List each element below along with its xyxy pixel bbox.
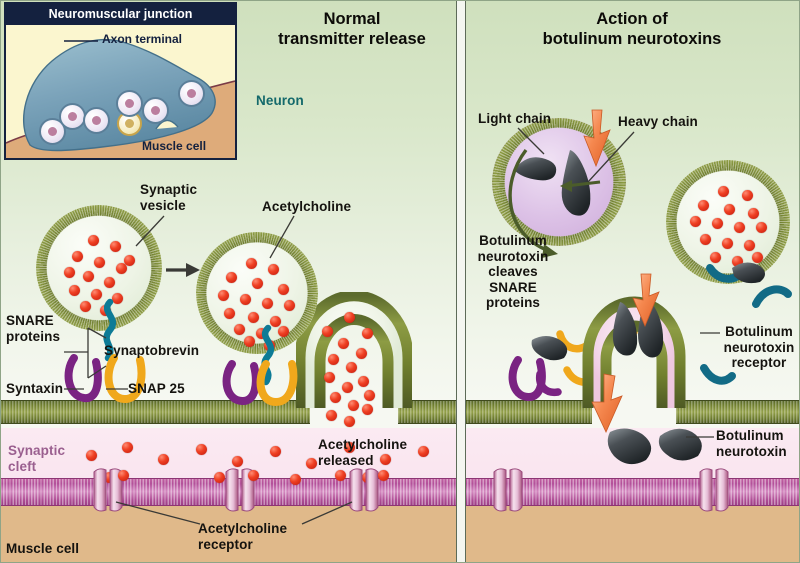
bound-acetylcholine-4 <box>378 470 389 481</box>
heavy-chain-leader <box>587 131 635 183</box>
synaptic-vesicle-right-intact <box>666 160 790 284</box>
inset-muscle-cell-label: Muscle cell <box>142 139 207 153</box>
muscle-cell-label: Muscle cell <box>6 541 80 556</box>
inset-vesicle-4 <box>116 90 143 117</box>
syntaxin-label: Syntaxin <box>6 381 64 396</box>
free-toxin-light-chain <box>530 330 574 364</box>
toxin-translocation-arrow <box>508 148 601 258</box>
cleaves-snare-label: Botulinum neurotoxin cleaves SNARE prote… <box>477 233 549 310</box>
light-chain-label: Light chain <box>478 111 552 126</box>
toxin-receptor-fragment-3 <box>700 360 736 390</box>
neuromuscular-junction-inset: Neuromuscular junction Axon terminal Mus… <box>4 2 237 160</box>
botulinum-neurotoxin-label: Botulinum neurotoxin <box>716 428 787 459</box>
panel-left-heading: Normal transmitter release <box>278 10 426 48</box>
synaptic-cleft-label: Synaptic cleft <box>8 443 66 474</box>
toxin-receptor-leader <box>700 332 720 334</box>
inset-vesicle-2 <box>59 103 86 130</box>
snap25-label: SNAP 25 <box>128 381 185 396</box>
panel-right-heading: Action of botulinum neurotoxins <box>542 10 722 48</box>
acetylcholine-receptor-4 <box>484 466 532 514</box>
synaptic-vesicle-label: Synaptic vesicle <box>140 182 198 213</box>
acetylcholine-leader <box>269 215 295 259</box>
synaptic-vesicle-2-docked <box>196 232 318 354</box>
synaptic-vesicle-leader <box>135 215 165 247</box>
synaptobrevin-protein-1 <box>90 298 130 362</box>
cleaved-syntaxin-fragment-2 <box>535 370 566 400</box>
neuron-label: Neuron <box>256 93 304 108</box>
acetylcholine-label: Acetylcholine <box>262 199 352 214</box>
syntaxin-snap25-complex-2 <box>218 356 328 412</box>
bound-acetylcholine-3 <box>335 470 346 481</box>
toxin-receptor-membrane <box>588 372 628 434</box>
acetylcholine-released-label: Acetylcholine released <box>318 437 408 468</box>
vesicle-membrane <box>36 205 162 331</box>
botulinum-neurotoxin-bound <box>604 424 660 470</box>
botulinum-neurotoxin-leader <box>686 436 714 438</box>
heavy-chain-fragment <box>552 148 596 222</box>
synaptic-vesicle-1 <box>36 205 162 331</box>
presynaptic-membrane-right-b <box>676 400 800 424</box>
inset-vesicle-6 <box>178 80 205 107</box>
synaptobrevin-label: Synaptobrevin <box>104 343 200 358</box>
botulinum-neurotoxin-free <box>656 424 714 468</box>
acetylcholine-receptor-leader-2 <box>301 501 353 525</box>
acetylcholine-receptor-3 <box>340 466 388 514</box>
acetylcholine-receptor-leader-1 <box>115 501 201 525</box>
bound-acetylcholine-2 <box>248 470 259 481</box>
transition-arrow-1 <box>166 263 200 277</box>
synaptobrevin-protein-2 <box>248 324 288 386</box>
acetylcholine-receptor-1 <box>84 466 132 514</box>
syntaxin-leader <box>64 388 84 390</box>
toxin-receptor-label: Botulinum neurotoxin receptor <box>723 324 795 370</box>
acetylcholine-receptor-label: Acetylcholine receptor <box>198 521 288 552</box>
snare-proteins-label: SNARE proteins <box>6 313 61 344</box>
inset-title-text: Neuromuscular junction <box>48 7 193 21</box>
inset-vesicle-1 <box>39 118 66 145</box>
heavy-chain-label: Heavy chain <box>618 114 698 129</box>
light-chain-fragment <box>512 150 560 184</box>
muscle-cell-cytoplasm <box>0 500 800 563</box>
acetylcholine-receptor-5 <box>690 466 738 514</box>
inset-title-bar: Neuromuscular junction <box>6 4 235 25</box>
inset-axon-terminal-label: Axon terminal <box>102 32 183 46</box>
toxin-receptor-top <box>578 108 614 170</box>
presynaptic-membrane-left-a <box>0 400 310 424</box>
toxin-near-receptor <box>730 256 770 286</box>
toxin-receptor-internalizing <box>628 272 662 330</box>
bound-acetylcholine-1 <box>118 470 129 481</box>
inset-vesicle-3 <box>83 107 110 134</box>
light-chain-leader <box>517 127 545 155</box>
snap25-leader <box>106 388 128 390</box>
syntaxin-snap25-complex-1 <box>60 352 170 412</box>
toxin-receptor-fragment-2 <box>752 282 792 314</box>
panel-divider <box>456 0 466 563</box>
toxin-light-chain-internalizing <box>606 300 642 360</box>
inset-vesicle-5 <box>142 97 169 124</box>
snare-bracket <box>64 327 107 379</box>
presynaptic-membrane-left-b <box>398 400 456 424</box>
released-acetylcholine-cluster <box>300 300 412 428</box>
